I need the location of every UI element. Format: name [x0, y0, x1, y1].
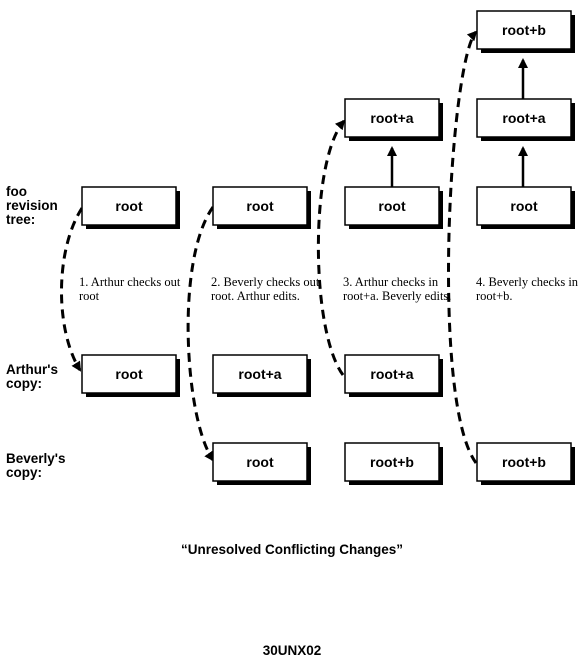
- tree-links: [387, 58, 528, 187]
- node-c2-arthur: root+a: [212, 354, 311, 397]
- flow-arrows: [60, 30, 478, 464]
- node-label: root: [115, 366, 143, 382]
- flow-arthur-checkout: [60, 207, 84, 372]
- node-c4-tree-root: root: [476, 186, 575, 229]
- node-box: [81, 186, 177, 226]
- node-box: [344, 354, 440, 394]
- flow-beverly-checkin: [447, 30, 478, 464]
- node-c3-tree-root: root: [344, 186, 443, 229]
- figure-id: 30UNX02: [262, 643, 322, 658]
- row-label-beverly-copy: Beverly's copy:: [6, 451, 66, 480]
- node-box: [476, 98, 572, 138]
- node-c4-beverly: root+b: [476, 442, 575, 485]
- node-box: [476, 442, 572, 482]
- diagram-caption: “Unresolved Conflicting Changes”: [180, 542, 404, 557]
- node-box: [212, 186, 308, 226]
- node-c2-beverly: root: [212, 442, 311, 485]
- node-box: [212, 442, 308, 482]
- row-label-arthur-copy: Arthur's copy:: [6, 362, 58, 391]
- node-c1-tree-root: root: [81, 186, 180, 229]
- node-box: [81, 354, 177, 394]
- node-c3-arthur: root+a: [344, 354, 443, 397]
- node-label: root+a: [238, 366, 281, 382]
- node-label: root+a: [502, 110, 545, 126]
- step-note-1: 1. Arthur checks out root: [79, 275, 181, 303]
- node-box: [212, 354, 308, 394]
- node-label: root: [246, 454, 274, 470]
- node-label: root+a: [370, 366, 413, 382]
- node-c4-tree-b: root+b: [476, 10, 575, 53]
- node-box: [476, 10, 572, 50]
- node-label: root: [246, 198, 274, 214]
- node-boxes: root root root root+a root root+a root root+a ro…: [81, 10, 575, 485]
- node-box: [344, 186, 440, 226]
- step-note-3: 3. Arthur checks in root+a. Beverly edit…: [343, 275, 452, 303]
- node-label: root+b: [502, 454, 546, 470]
- row-label-revision-tree: foo revision tree:: [6, 184, 58, 227]
- node-box: [344, 442, 440, 482]
- node-label: root+a: [370, 110, 413, 126]
- node-c3-tree-a: root+a: [344, 98, 443, 141]
- step-note-4: 4. Beverly checks in root+b.: [476, 275, 579, 303]
- node-box: [344, 98, 440, 138]
- node-c3-beverly: root+b: [344, 442, 443, 485]
- node-label: root+b: [370, 454, 414, 470]
- flow-beverly-checkout: [186, 206, 215, 462]
- node-label: root: [378, 198, 406, 214]
- node-c2-tree-root: root: [212, 186, 311, 229]
- step-note-2: 2. Beverly checks out root. Arthur edits…: [211, 275, 320, 303]
- node-label: root: [115, 198, 143, 214]
- node-label: root+b: [502, 22, 546, 38]
- flow-arthur-checkin: [316, 119, 346, 376]
- node-c1-arthur: root: [81, 354, 180, 397]
- node-box: [476, 186, 572, 226]
- node-label: root: [510, 198, 538, 214]
- node-c4-tree-a: root+a: [476, 98, 575, 141]
